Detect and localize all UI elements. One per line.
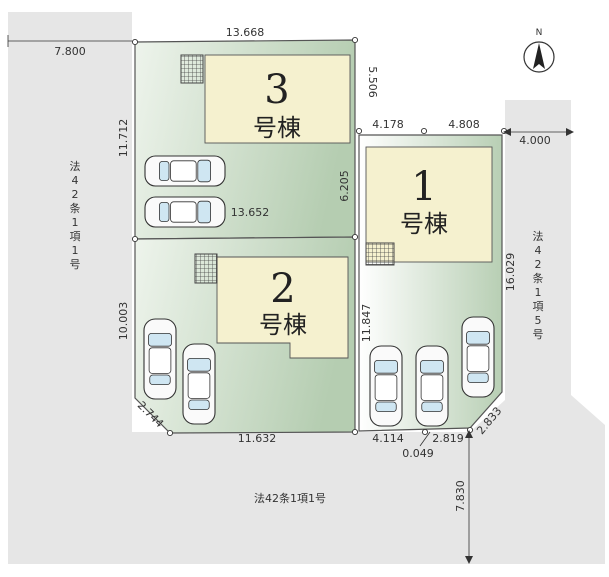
dim-road-right-width: 4.000 xyxy=(519,134,551,147)
dim-lot3-bottom: 13.652 xyxy=(231,206,270,219)
boundary-marker xyxy=(166,429,174,437)
car-icon xyxy=(143,318,177,400)
boundary-marker xyxy=(421,428,429,436)
dimension-lines xyxy=(7,35,574,564)
lot-1-number: 1 xyxy=(411,164,436,210)
grid-3 xyxy=(180,54,204,84)
building-3 xyxy=(204,54,351,144)
dim-lot2-left: 10.003 xyxy=(117,302,130,341)
boundary-marker xyxy=(131,235,139,243)
car-icon xyxy=(415,345,449,427)
boundary-marker xyxy=(131,38,139,46)
dim-road-bottom-width: 7.830 xyxy=(454,480,467,512)
dim-lot3-right: 5.506 xyxy=(366,66,379,98)
dim-lot2-right: 11.847 xyxy=(360,304,373,343)
north-compass-icon: N xyxy=(523,28,555,73)
dim-lot1-bottom-c: 0.049 xyxy=(402,447,434,460)
lot-2-label: 号棟 xyxy=(259,311,307,339)
dim-lot1-right: 16.029 xyxy=(504,253,517,292)
boundary-marker xyxy=(351,233,359,241)
dim-lot1-top-a: 4.178 xyxy=(372,118,404,131)
compass-label: N xyxy=(536,28,543,38)
boundary-marker xyxy=(420,127,428,135)
car-icon xyxy=(369,345,403,427)
dim-lot1-left: 6.205 xyxy=(338,170,351,202)
boundary-marker xyxy=(355,127,363,135)
car-icon xyxy=(461,316,495,398)
grid-2 xyxy=(194,253,218,284)
dim-lot1-bottom-b: 2.819 xyxy=(432,432,464,445)
dim-lot3-left: 11.712 xyxy=(117,119,130,158)
lot-2-number: 2 xyxy=(270,266,295,312)
car-icon xyxy=(144,196,226,228)
parking-cars xyxy=(143,155,495,427)
dim-lot3-top: 13.668 xyxy=(226,26,265,39)
lot-3-number: 3 xyxy=(264,67,289,113)
boundary-marker xyxy=(351,428,359,436)
road-left xyxy=(8,12,605,564)
building-2 xyxy=(216,256,349,359)
road-bottom-label: 法42条1項1号 xyxy=(254,491,326,505)
car-icon xyxy=(144,155,226,187)
grid-1 xyxy=(365,242,395,266)
dim-lot2-bottom: 11.632 xyxy=(238,432,277,445)
car-icon xyxy=(182,343,216,425)
lot-3-label: 号棟 xyxy=(253,114,301,142)
dim-lot1-top-b: 4.808 xyxy=(448,118,480,131)
boundary-marker xyxy=(351,36,359,44)
dim-road-left-width: 7.800 xyxy=(54,45,86,58)
lot-1-label: 号棟 xyxy=(400,210,448,238)
dim-lot1-bottom-a: 4.114 xyxy=(372,432,404,445)
